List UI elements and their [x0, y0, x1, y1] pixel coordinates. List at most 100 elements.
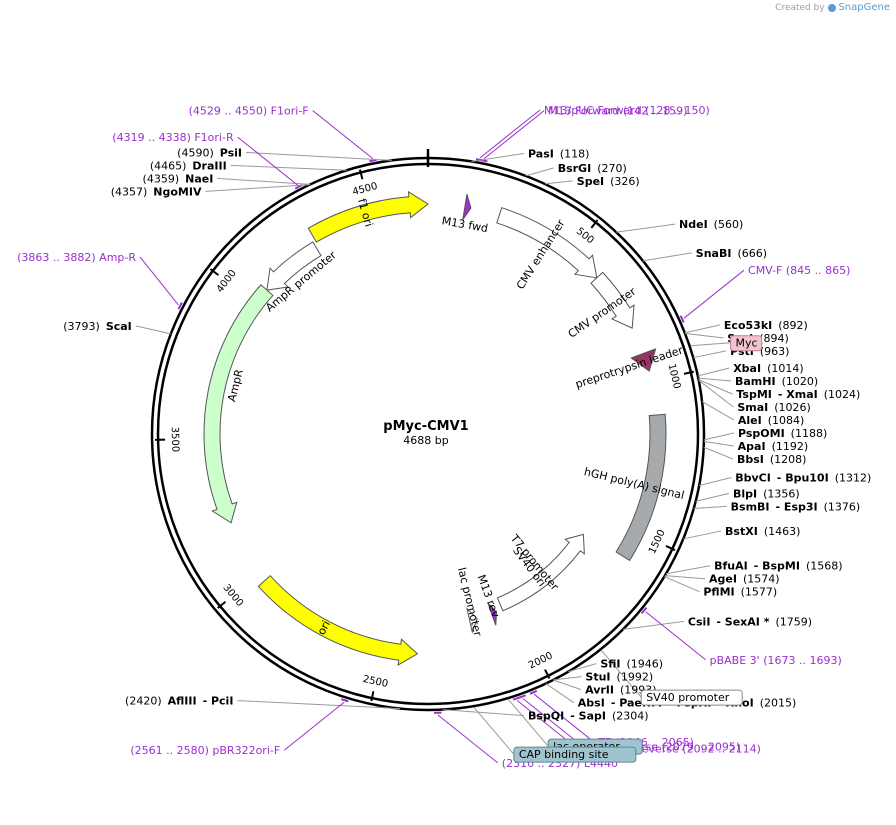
enzyme-label: SfiI(1946) [600, 658, 663, 671]
enzyme-label-part: (1463) [764, 525, 801, 538]
feature-label: hGH poly(A) signal [583, 465, 686, 502]
enzyme-leader-line [552, 679, 582, 691]
tick-mark [665, 545, 676, 552]
enzyme-leader-line [701, 401, 735, 421]
enzyme-label: AleI (1084) [738, 414, 804, 427]
enzyme-label-part: - Bpu10I [777, 471, 829, 484]
enzyme-label-part: AleI [738, 414, 762, 427]
credit-prefix: Created by [775, 3, 825, 13]
enzyme-leader-line [695, 492, 730, 502]
primer-label: (4529 .. 4550) F1ori-F [189, 105, 309, 118]
enzyme-label-part: (2304) [612, 710, 649, 723]
enzyme-leader-line [685, 333, 724, 339]
enzyme-label-part: (1020) [782, 375, 819, 388]
cmv-enhancer-feature [496, 207, 598, 279]
primer-mark [640, 606, 648, 615]
enzyme-label-part: (1192) [772, 440, 809, 453]
feature-box-label: SV40 promoter [646, 691, 730, 704]
primer-label: M13/pUC Forward (128 .. 150) [544, 104, 710, 117]
primer-label: (2561 .. 2580) pBR322ori-F [130, 744, 280, 757]
tick-label: 2500 [362, 674, 389, 690]
enzyme-label: BbsI(1208) [737, 453, 806, 466]
enzyme-label: Eco53kI(892) [724, 319, 808, 332]
enzyme-leader-line [698, 377, 732, 382]
enzyme-label-part: (1014) [767, 362, 804, 375]
ori-feature [257, 574, 419, 667]
enzyme-label-part: PflMI [703, 586, 734, 599]
enzyme-label-part: - BspMI [754, 560, 800, 573]
enzyme-label: (3793)ScaI [63, 320, 132, 333]
enzyme-leader-line [684, 324, 721, 334]
ampr-promoter-feature [266, 241, 322, 291]
enzyme-leader-line [698, 379, 733, 395]
enzyme-label-part: - SapI [570, 710, 606, 723]
enzyme-label-part: BlpI [733, 487, 757, 500]
feature-box-label: CAP binding site [519, 748, 609, 761]
enzyme-label-part: NgoMIV [153, 185, 202, 198]
enzyme-leader-line [642, 252, 692, 262]
enzyme-label-part: BbvCI [735, 471, 771, 484]
primer-leader-line [645, 611, 706, 661]
enzyme-label: StuI(1992) [585, 671, 653, 684]
enzyme-label-part: (1026) [774, 401, 811, 414]
tick-label: 3500 [169, 427, 181, 453]
enzyme-label-part: (2420) [125, 695, 162, 708]
snapgene-credit: Created by SnapGene [775, 2, 890, 13]
enzyme-label-part: ApaI [738, 440, 766, 453]
enzyme-label-part: AgeI [709, 573, 737, 586]
enzyme-label: CsiI - SexAI * (1759) [688, 615, 812, 628]
enzyme-label-part: NaeI [185, 172, 213, 185]
enzyme-leader-line [683, 530, 722, 540]
tick-label: 1000 [666, 363, 683, 390]
enzyme-label-part: (666) [737, 247, 767, 260]
enzyme-label: BbvCI- Bpu10I(1312) [735, 471, 871, 484]
primer-label: CMV-F (845 .. 865) [748, 264, 850, 277]
enzyme-label-part: NdeI [679, 218, 708, 231]
enzyme-label-part: - SexAI * [716, 615, 769, 628]
enzyme-leader-line [664, 576, 700, 593]
m13-fwd-feature [462, 193, 472, 221]
enzyme-leader-line [693, 350, 727, 359]
primer-mark [340, 698, 349, 703]
tick-label: 4000 [215, 268, 239, 295]
enzyme-leader-line [205, 184, 310, 192]
enzyme-label-part: (1568) [806, 560, 843, 573]
enzyme-label-part: (1577) [741, 586, 778, 599]
enzyme-label: (4465)DraIII [150, 159, 227, 172]
enzyme-leader-line [135, 325, 171, 335]
primer-leader-line [479, 109, 541, 159]
enzyme-label-part: (1759) [775, 615, 812, 628]
enzyme-label-part: (1084) [768, 414, 805, 427]
enzyme-label: TspMI- XmaI(1024) [736, 388, 860, 401]
enzyme-label-part: (1946) [627, 658, 664, 671]
tick-mark [370, 691, 375, 702]
enzyme-label-part: (270) [597, 162, 627, 175]
enzyme-label-part: - Esp3I [776, 500, 818, 513]
enzyme-leader-line [246, 151, 392, 161]
enzyme-label: BlpI(1356) [733, 487, 800, 500]
enzyme-leader-line [703, 446, 734, 460]
enzyme-label-part: - XmaI [778, 388, 818, 401]
tick-label: 4500 [351, 181, 378, 198]
enzyme-label-part: (892) [778, 319, 808, 332]
feature-box-label: Myc [736, 337, 758, 350]
tick-mark [683, 370, 695, 375]
enzyme-label-part: (3793) [63, 320, 100, 333]
primer-mark [512, 696, 521, 701]
enzyme-leader-line [544, 180, 573, 185]
enzyme-leader-line [442, 709, 525, 717]
enzyme-label-part: CsiI [688, 615, 710, 628]
feature-box [730, 335, 763, 352]
box-leader-line [473, 706, 515, 755]
enzyme-label-part: BsmBI [731, 500, 770, 513]
enzyme-label-part: (1376) [824, 500, 861, 513]
enzyme-leader-line [622, 620, 684, 630]
primer-leader-line [683, 269, 745, 319]
primer-leader-line [139, 256, 179, 306]
enzyme-label: AvrII(1993) [585, 684, 656, 697]
credit-brand: SnapGene [838, 2, 890, 13]
preprotrypsin-leader-feature [630, 348, 657, 372]
snapgene-logo-icon [827, 3, 836, 12]
